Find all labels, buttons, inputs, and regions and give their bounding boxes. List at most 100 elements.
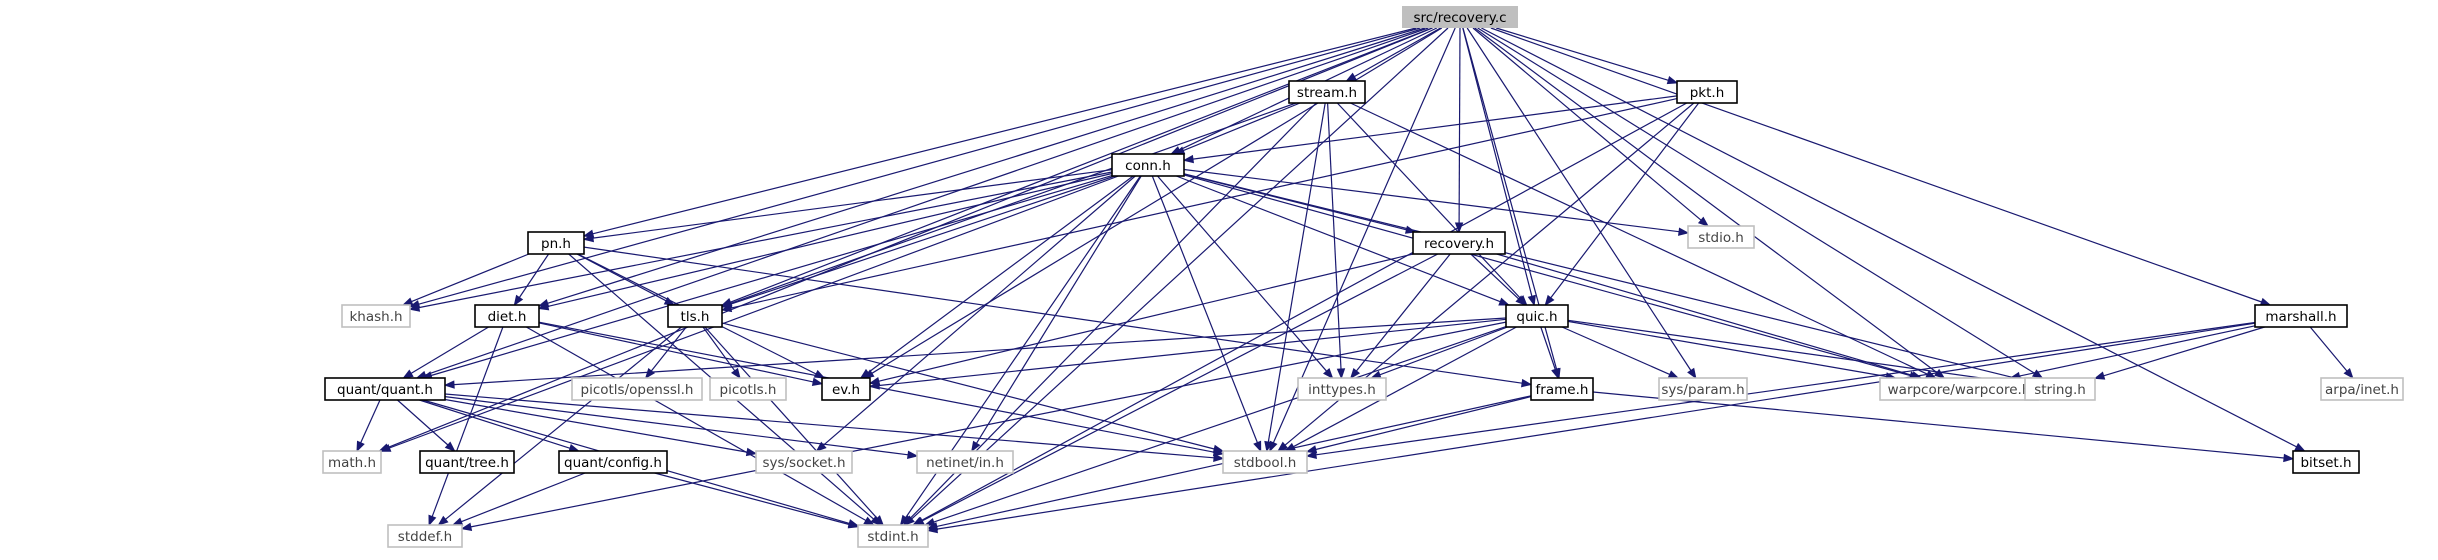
node-string-h[interactable]: string.h: [2024, 377, 2096, 401]
edge-conn-h-to-sys-socket-h: [815, 175, 1136, 452]
node-ev-h[interactable]: ev.h: [821, 377, 871, 401]
node-box: [1505, 304, 1569, 328]
node-label: netinet/in.h: [926, 455, 1004, 471]
node-pkt-h[interactable]: pkt.h: [1676, 80, 1738, 104]
edge-tls-h-to-stdbool-h: [721, 322, 1225, 453]
node-box: [527, 231, 585, 255]
arrowhead: [2283, 453, 2295, 463]
node-diet-h[interactable]: diet.h: [474, 304, 540, 328]
node-sys-socket-h[interactable]: sys/socket.h: [755, 450, 853, 474]
edge-conn-h-to-math-h: [379, 175, 1119, 452]
arrowhead: [1277, 441, 1289, 452]
arrowhead: [720, 299, 733, 309]
arrowhead: [873, 515, 885, 527]
arrowhead: [923, 517, 936, 526]
node-stdint-h[interactable]: stdint.h: [857, 524, 929, 548]
node-stdio-h[interactable]: stdio.h: [1687, 225, 1755, 249]
node-box: [474, 304, 540, 328]
edge-diet-h-to-stddef-h: [428, 326, 504, 527]
arrowhead: [1697, 216, 1710, 227]
node-label: sys/socket.h: [762, 455, 845, 471]
edge-line: [721, 322, 1215, 450]
edge-recovery-c-to-tls-h: [720, 27, 1433, 306]
node-recovery-h[interactable]: recovery.h: [1412, 231, 1506, 255]
node-box: [1402, 6, 1518, 28]
edge-line: [1472, 27, 1702, 221]
node-math-h[interactable]: math.h: [322, 450, 382, 474]
edge-recovery-c-to-pn-h: [582, 27, 1417, 238]
node-sys-param-h[interactable]: sys/param.h: [1658, 377, 1748, 401]
arrowhead: [926, 522, 939, 531]
arrowhead: [1544, 294, 1555, 307]
edge-line: [1477, 27, 2035, 374]
node-quant-tree-h[interactable]: quant/tree.h: [419, 450, 515, 474]
edge-quic-h-to-ev-h: [868, 318, 1507, 390]
node-quic-h[interactable]: quic.h: [1505, 304, 1569, 328]
edge-line: [592, 27, 1417, 235]
arrowhead: [401, 297, 414, 306]
node-khash-h[interactable]: khash.h: [341, 304, 411, 328]
edge-recovery-c-to-pkt-h: [1496, 27, 1679, 85]
node-stdbool-h[interactable]: stdbool.h: [1222, 450, 1308, 474]
node-label: stdbool.h: [1234, 455, 1297, 471]
node-conn-h[interactable]: conn.h: [1111, 153, 1185, 177]
edge-line: [1592, 391, 2285, 459]
node-pn-h[interactable]: pn.h: [527, 231, 585, 255]
edge-line: [1567, 319, 2017, 384]
node-picotls-openssl-h[interactable]: picotls/openssl.h: [571, 377, 703, 401]
arrowhead: [1323, 368, 1334, 380]
arrowhead: [899, 514, 910, 527]
edge-recovery-c-to-sys-param-h: [1466, 27, 1697, 380]
edge-line: [730, 27, 1433, 303]
node-stream-h[interactable]: stream.h: [1288, 80, 1366, 104]
edge-line: [909, 102, 1317, 520]
node-box: [2320, 377, 2404, 401]
node-warpcore-h[interactable]: warpcore/warpcore.h: [1879, 377, 2039, 401]
node-bitset-h[interactable]: bitset.h: [2292, 450, 2360, 474]
edge-tls-h-to-stddef-h: [437, 326, 682, 526]
node-label: quant/tree.h: [425, 455, 509, 471]
node-label: math.h: [328, 455, 376, 471]
arrowhead: [2294, 442, 2306, 452]
node-quant-quant-h[interactable]: quant/quant.h: [324, 377, 446, 401]
edge-line: [1267, 102, 1326, 443]
edge-quic-h-to-stdint-h: [923, 326, 1507, 526]
edge-conn-h-to-netinet-in-h: [971, 175, 1142, 453]
node-frame-h[interactable]: frame.h: [1530, 377, 1594, 401]
node-box: [1297, 377, 1387, 401]
node-label: recovery.h: [1424, 236, 1494, 252]
node-box: [419, 450, 515, 474]
edge-quant-quant-h-to-netinet-in-h: [444, 396, 919, 459]
node-inttypes-h[interactable]: inttypes.h: [1297, 377, 1387, 401]
arrowhead: [1515, 295, 1527, 306]
edge-line: [1561, 326, 1670, 375]
edge-line: [730, 98, 1678, 309]
node-label: diet.h: [488, 309, 527, 325]
arrowhead: [1305, 445, 1318, 454]
edge-line: [702, 326, 736, 372]
edge-recovery-h-to-inttypes-h: [1349, 253, 1451, 380]
arrowhead: [1213, 453, 1225, 462]
edge-recovery-c-to-quant-quant-h: [415, 27, 1429, 379]
node-arpa-inet-h[interactable]: arpa/inet.h: [2320, 377, 2404, 401]
arrowhead: [408, 303, 421, 312]
node-marshall-h[interactable]: marshall.h: [2254, 304, 2348, 328]
node-box: [341, 304, 411, 328]
edge-line: [2019, 325, 2256, 377]
edge-quant-quant-h-to-stdbool-h: [444, 393, 1225, 462]
node-stddef-h[interactable]: stddef.h: [387, 524, 463, 548]
node-picotls-h[interactable]: picotls.h: [709, 377, 787, 401]
edge-line: [921, 253, 1439, 522]
edge-recovery-c-to-marshall-h: [1490, 27, 2272, 306]
edge-conn-h-to-stdbool-h: [1151, 175, 1262, 453]
edge-line: [878, 318, 1507, 387]
node-tls-h[interactable]: tls.h: [667, 304, 723, 328]
node-netinet-in-h[interactable]: netinet/in.h: [916, 450, 1014, 474]
arrowhead: [428, 514, 437, 527]
node-quant-config-h[interactable]: quant/config.h: [558, 450, 668, 474]
edge-stream-h-to-stdbool-h: [1264, 102, 1326, 453]
dependency-edges: [356, 27, 2354, 534]
edge-line: [1355, 253, 1451, 372]
arrowhead: [644, 367, 655, 380]
arrowhead: [443, 380, 455, 389]
